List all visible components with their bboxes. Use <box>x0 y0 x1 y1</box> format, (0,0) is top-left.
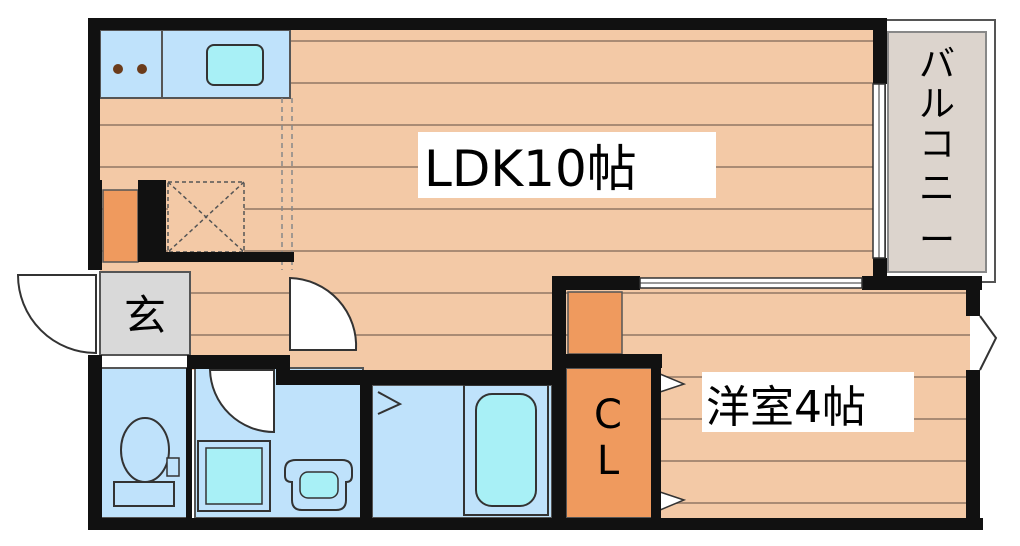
toilet-tank-icon <box>113 481 175 507</box>
balcony-floor <box>887 31 987 273</box>
ldk-label: LDK10帖 <box>424 140 637 198</box>
bathroom-door <box>377 391 403 415</box>
svg-text:コ: コ <box>919 124 955 165</box>
western-room-label: 洋室4帖 <box>706 382 866 433</box>
ldk-door-swing <box>289 276 358 351</box>
western-room-window <box>979 315 998 371</box>
toilet-icon <box>120 417 170 483</box>
svg-text:ル: ル <box>919 84 955 125</box>
svg-text:バ: バ <box>919 44 955 85</box>
walls <box>88 18 983 530</box>
entrance-label: 玄 <box>124 291 166 340</box>
stove-burner-icon <box>137 64 147 74</box>
entrance-door-swing <box>16 274 97 355</box>
svg-text:ー: ー <box>919 220 955 261</box>
hall-floor <box>190 270 555 370</box>
svg-text:ニ: ニ <box>919 168 955 209</box>
storage-closet <box>102 189 139 263</box>
entrance <box>99 271 191 356</box>
balcony-label: バ ル コ ニ ー <box>919 44 955 261</box>
western-room-storage <box>567 291 623 355</box>
stove-burner-icon <box>113 64 123 74</box>
washroom-door-swing <box>208 369 275 434</box>
closet-label-c: C <box>594 392 622 438</box>
closet-label-l: L <box>597 438 620 484</box>
kitchen-sink-icon <box>206 44 264 86</box>
